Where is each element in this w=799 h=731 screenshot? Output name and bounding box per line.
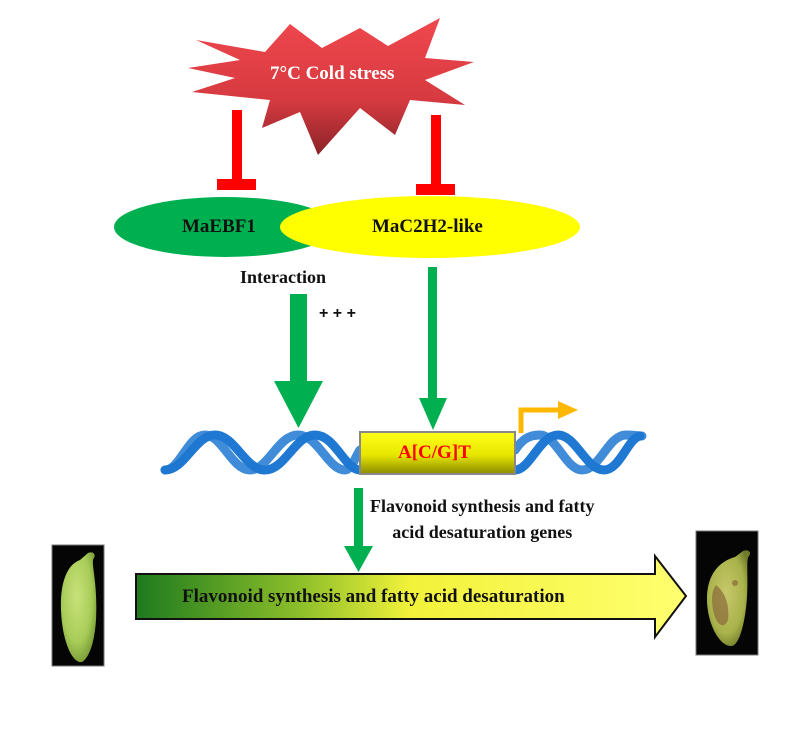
transcription-start-arrow — [518, 401, 578, 433]
banana-after-photo — [695, 530, 759, 656]
starburst-shape — [188, 18, 474, 155]
maebf1-label: MaEBF1 — [182, 216, 256, 237]
mac2h2-activation-arrow — [419, 267, 447, 430]
inhibition-right — [416, 115, 455, 195]
cold-stress-label: 7°C Cold stress — [270, 63, 395, 84]
motif-box — [359, 431, 516, 475]
motif-label: A[C/G]T — [398, 442, 471, 463]
target-genes-line2: acid desaturation genes — [392, 522, 573, 542]
interaction-activation-arrow — [274, 294, 323, 428]
mac2h2-ellipse — [280, 196, 580, 258]
gene-to-process-arrow — [344, 488, 373, 572]
cold-stress-burst — [188, 18, 474, 155]
enhancement-plus-signs: + + + — [319, 305, 356, 322]
maebf1-ellipse — [114, 197, 336, 257]
banana-before-photo — [51, 544, 105, 667]
inhibition-left — [217, 110, 256, 190]
target-genes-line1: Flavonoid synthesis and fatty — [370, 496, 595, 516]
dna-helix — [160, 430, 647, 475]
interaction-label: Interaction — [240, 267, 326, 287]
process-arrow — [135, 553, 688, 640]
process-label: Flavonoid synthesis and fatty acid desat… — [182, 586, 565, 607]
mac2h2-label: MaC2H2-like — [372, 216, 483, 237]
target-genes-label: Flavonoid synthesis and fatty acid desat… — [370, 493, 595, 545]
